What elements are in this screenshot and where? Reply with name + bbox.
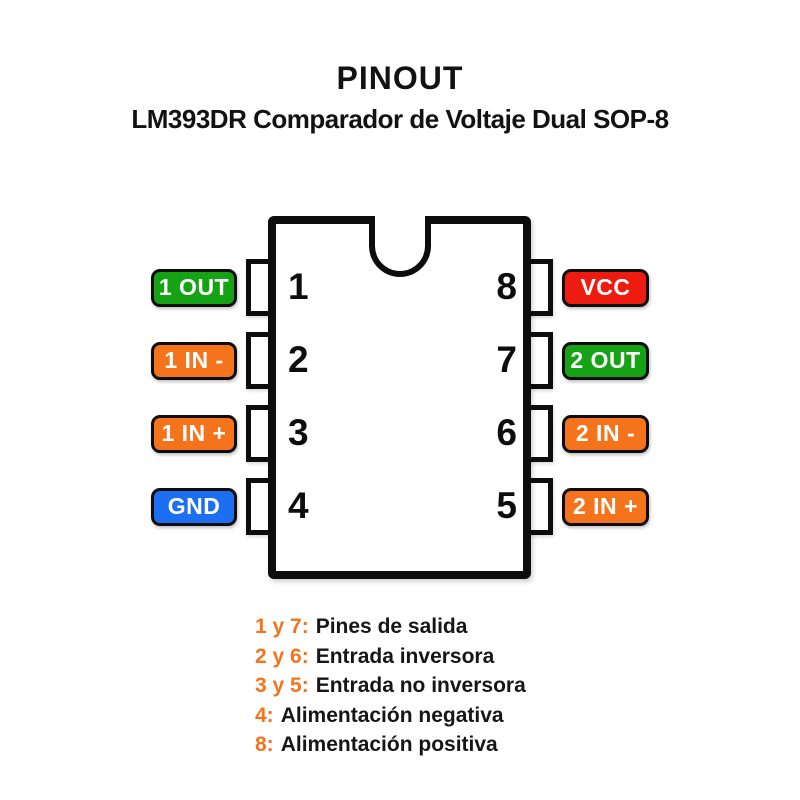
pin-label-2-out: 2 OUT <box>562 342 649 380</box>
pin-number-4: 4 <box>288 485 309 526</box>
legend-pin-numbers: 8: <box>255 733 274 757</box>
legend-pin-numbers: 3 y 5: <box>255 674 309 698</box>
pin-number-3: 3 <box>288 412 309 453</box>
legend-item: 4:Alimentación negativa <box>255 701 675 731</box>
page-subtitle: LM393DR Comparador de Voltaje Dual SOP-8 <box>131 104 669 134</box>
legend-description: Alimentación positiva <box>280 733 498 757</box>
legend-pin-numbers: 2 y 6: <box>255 644 309 668</box>
pin-label-2-in-minus: 2 IN - <box>562 415 649 453</box>
legend-description: Entrada inversora <box>315 644 495 668</box>
pin-number-5: 5 <box>496 485 517 526</box>
legend-item: 8:Alimentación positiva <box>255 730 675 760</box>
pin-label-2-in-plus: 2 IN + <box>562 488 649 526</box>
pin-label-1-out: 1 OUT <box>151 269 237 307</box>
chip-notch <box>368 216 431 277</box>
legend-item: 1 y 7: Pines de salida <box>255 612 675 642</box>
pin-label-vcc: VCC <box>562 269 649 307</box>
legend-item: 3 y 5:Entrada no inversora <box>255 671 675 701</box>
chip-body <box>268 216 531 579</box>
legend-description: Entrada no inversora <box>315 674 526 698</box>
pin-label-1-in-minus: 1 IN - <box>151 342 237 380</box>
legend-pin-numbers: 4: <box>255 703 274 727</box>
pin-label-1-in-plus: 1 IN + <box>151 415 237 453</box>
legend: 1 y 7: Pines de salida 2 y 6:Entrada inve… <box>255 612 675 760</box>
pin-number-7: 7 <box>496 339 517 380</box>
pin-number-2: 2 <box>288 339 309 380</box>
legend-item: 2 y 6:Entrada inversora <box>255 642 675 672</box>
pin-number-8: 8 <box>496 266 517 307</box>
legend-pin-numbers: 1 y 7: <box>255 615 309 638</box>
legend-description: Alimentación negativa <box>280 703 504 727</box>
page-title: PINOUT <box>336 60 464 96</box>
pin-number-6: 6 <box>496 412 517 453</box>
legend-description: Pines de salida <box>315 615 468 638</box>
pin-label-gnd: GND <box>151 488 237 526</box>
pin-number-1: 1 <box>288 266 309 307</box>
